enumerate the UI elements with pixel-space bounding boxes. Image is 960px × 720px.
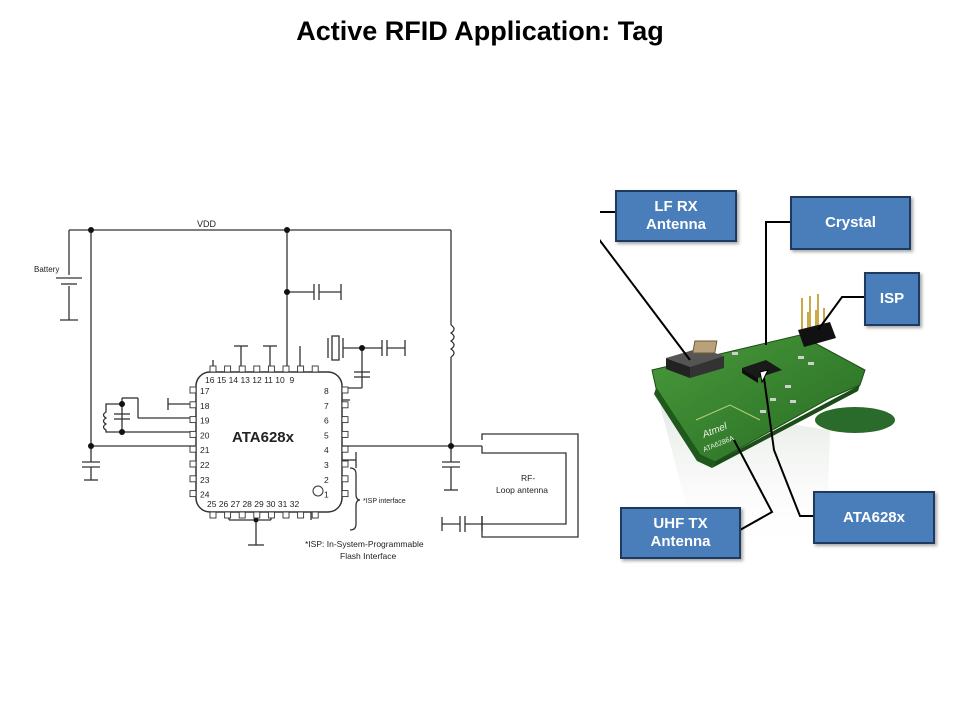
- pin-label-left: 22: [200, 460, 210, 470]
- pin-pad: [341, 490, 349, 498]
- pin-pad: [189, 416, 197, 424]
- isp-interface-label: *ISP interface: [363, 498, 406, 505]
- pins-left: 17 18 19 20 21 22 23 24: [200, 386, 210, 500]
- callout-uhf-tx-antenna: UHF TX Antenna: [620, 507, 741, 559]
- pin-pad: [267, 511, 275, 519]
- pin-pad: [209, 511, 217, 519]
- rf-label-line1: RF-: [521, 473, 535, 483]
- pin-pad: [238, 365, 246, 373]
- pin-label-left: 21: [200, 445, 210, 455]
- pin-pad: [238, 511, 246, 519]
- vdd-label: VDD: [197, 219, 217, 229]
- pin-pad: [297, 511, 305, 519]
- pin-pad: [189, 401, 197, 409]
- callout-isp: ISP: [864, 272, 920, 326]
- pin-pad: [341, 386, 349, 394]
- pin-pad: [189, 430, 197, 438]
- pin-pad: [341, 430, 349, 438]
- pin-pad: [224, 365, 232, 373]
- pins-right: 8 7 6 5 4 3 2 1: [324, 386, 329, 500]
- pin-label-right: 6: [324, 416, 329, 426]
- pin-label-left: 23: [200, 475, 210, 485]
- pin-pad: [224, 511, 232, 519]
- slide-title: Active RFID Application: Tag: [296, 16, 664, 46]
- pin-label-right: 4: [324, 445, 329, 455]
- pin-label-right: 8: [324, 386, 329, 396]
- pin-pad: [282, 511, 290, 519]
- pin-label-right: 1: [324, 490, 329, 500]
- footnote-line2: Flash Interface: [340, 551, 396, 561]
- pin-pad: [209, 365, 217, 373]
- pin-pad: [189, 460, 197, 468]
- pin-pad: [341, 401, 349, 409]
- pin-pad: [189, 445, 197, 453]
- pin-pad: [189, 386, 197, 394]
- pin-pad: [282, 365, 290, 373]
- pin-pad: [297, 365, 305, 373]
- pin-label-left: 19: [200, 416, 210, 426]
- pin-pad: [341, 416, 349, 424]
- circuit-schematic: VDD Battery ATA628x 16 15 14 13 12 11 10…: [34, 219, 579, 561]
- callout-crystal: Crystal: [790, 196, 911, 250]
- pin-pad: [341, 445, 349, 453]
- pins-bottom: 25 26 27 28 29 30 31 32: [207, 499, 299, 509]
- callout-lf-rx-antenna: LF RX Antenna: [615, 190, 737, 242]
- pin-label-right: 2: [324, 475, 329, 485]
- pin-pad: [341, 460, 349, 468]
- battery-label: Battery: [34, 265, 59, 274]
- pin-pad: [311, 511, 319, 519]
- rf-label-line2: Loop antenna: [496, 485, 548, 495]
- pin-pad: [253, 365, 261, 373]
- pin-pad: [189, 490, 197, 498]
- pin-pad: [253, 511, 261, 519]
- pins-top: 16 15 14 13 12 11 10 9: [205, 375, 294, 385]
- pin-pad: [341, 475, 349, 483]
- pin-label-left: 18: [200, 401, 210, 411]
- pin-pad: [311, 365, 319, 373]
- pin-pad: [267, 365, 275, 373]
- pin-label-right: 5: [324, 430, 329, 440]
- pin-label-right: 3: [324, 460, 329, 470]
- callout-ata628x: ATA628x: [813, 491, 935, 544]
- pin-label-right: 7: [324, 401, 329, 411]
- pin-label-left: 17: [200, 386, 210, 396]
- pin-label-left: 20: [200, 430, 210, 440]
- pin-label-left: 24: [200, 490, 210, 500]
- footnote-line1: *ISP: In-System-Programmable: [305, 539, 424, 549]
- pin-pad: [189, 475, 197, 483]
- chip-label: ATA628x: [232, 429, 295, 446]
